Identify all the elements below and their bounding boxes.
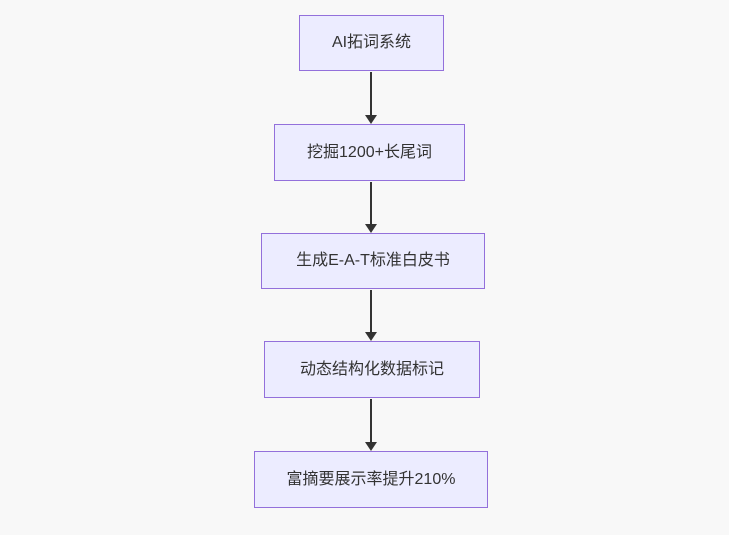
flow-node-label: 挖掘1200+长尾词 [307, 143, 432, 161]
flow-node-label: 生成E-A-T标准白皮书 [296, 252, 450, 270]
arrowhead-down-icon [365, 224, 377, 233]
flow-node-label: AI拓词系统 [331, 34, 412, 52]
arrowhead-down-icon [365, 115, 377, 124]
flow-edge-3 [365, 290, 377, 341]
edge-line [370, 399, 372, 442]
flow-node-ai-keyword-system: AI拓词系统 [299, 15, 444, 71]
flow-node-longtail-mining: 挖掘1200+长尾词 [274, 124, 465, 181]
flow-node-label: 动态结构化数据标记 [299, 360, 444, 378]
flow-edge-4 [365, 399, 377, 451]
arrowhead-down-icon [365, 442, 377, 451]
flow-node-structured-data-markup: 动态结构化数据标记 [264, 341, 480, 398]
edge-line [370, 72, 372, 115]
flow-node-rich-snippet-result: 富摘要展示率提升210% [254, 451, 488, 508]
arrowhead-down-icon [365, 332, 377, 341]
edge-line [370, 182, 372, 224]
edge-line [370, 290, 372, 332]
flow-edge-2 [365, 182, 377, 233]
flow-node-eat-whitepaper: 生成E-A-T标准白皮书 [261, 233, 485, 289]
flow-node-label: 富摘要展示率提升210% [286, 470, 456, 488]
flow-edge-1 [365, 72, 377, 124]
